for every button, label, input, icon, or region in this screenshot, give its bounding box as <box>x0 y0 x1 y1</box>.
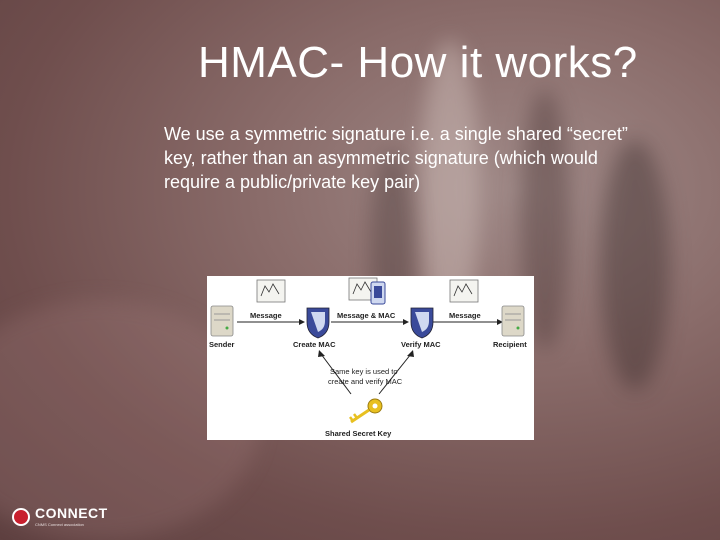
arrow-head <box>403 319 409 325</box>
logo-subtitle: CNMS Connect association <box>35 522 84 527</box>
message-and-mac-label: Message & MAC <box>337 311 396 320</box>
recipient-server-icon <box>502 306 524 336</box>
logo-circle-icon <box>12 508 30 526</box>
logo-text: CONNECT <box>35 505 108 521</box>
arrow-head <box>407 350 414 357</box>
mac-tag-icon <box>371 282 385 304</box>
arrow-head <box>299 319 305 325</box>
slide-body-text: We use a symmetric signature i.e. a sing… <box>164 122 634 194</box>
arrow-head <box>318 350 325 357</box>
hmac-diagram: Sender Create MAC Verify MAC Recipient M… <box>207 276 534 440</box>
key-icon <box>350 399 382 422</box>
create-mac-label: Create MAC <box>293 340 336 349</box>
sender-label: Sender <box>209 340 235 349</box>
hmac-diagram-svg: Sender Create MAC Verify MAC Recipient M… <box>207 276 534 440</box>
message-icon-right <box>450 280 478 302</box>
shared-key-label: Shared Secret Key <box>325 429 392 438</box>
verify-mac-shield-icon <box>411 308 433 338</box>
message-left-label: Message <box>250 311 282 320</box>
recipient-label: Recipient <box>493 340 527 349</box>
key-note-line2: create and verify MAC <box>328 377 403 386</box>
message-icon-left <box>257 280 285 302</box>
slide-title: HMAC- How it works? <box>198 38 638 88</box>
key-note-line1: Same key is used to <box>330 367 398 376</box>
message-right-label: Message <box>449 311 481 320</box>
create-mac-shield-icon <box>307 308 329 338</box>
connect-logo: CONNECT CNMS Connect association <box>12 500 102 530</box>
sender-server-icon <box>211 306 233 336</box>
verify-mac-label: Verify MAC <box>401 340 441 349</box>
